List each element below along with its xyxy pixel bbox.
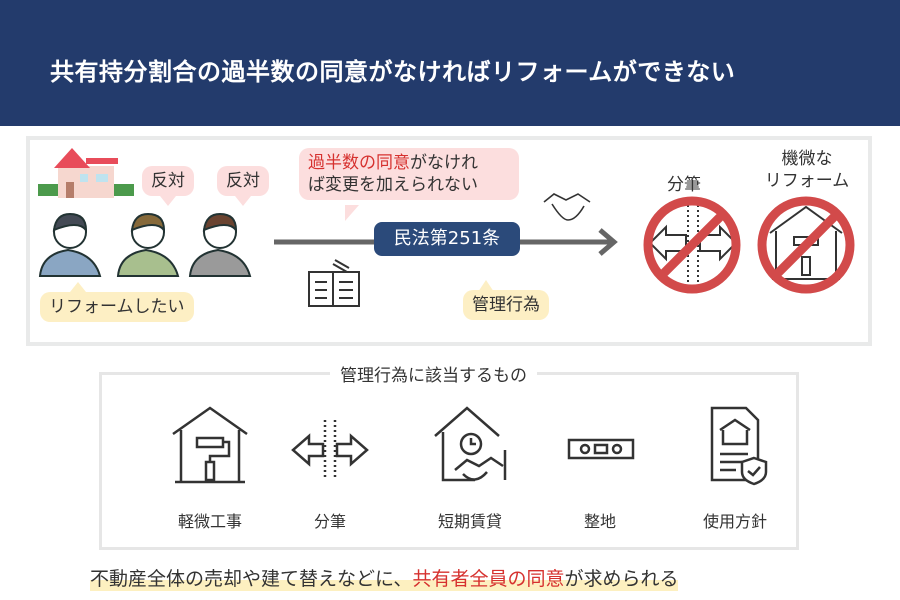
page-title: 共有持分割合の過半数の同意がなければリフォームができない <box>50 58 736 86</box>
no-reform-icon <box>757 196 855 294</box>
footer-highlight: 共有者全員の同意 <box>412 568 565 590</box>
co-owners-icon <box>38 212 252 277</box>
bubble-tail <box>160 196 176 206</box>
footer-text: が求められる <box>564 568 679 590</box>
oppose-bubble: 反対 <box>217 166 269 196</box>
header <box>0 0 900 126</box>
management-item: 短期賃貸 <box>410 400 530 531</box>
house-roller-icon <box>172 406 248 484</box>
oppose-bubble: 反対 <box>142 166 194 196</box>
condition-highlight: 過半数の同意 <box>308 153 410 173</box>
level-icon <box>567 438 635 460</box>
item-label: 軽微工事 <box>177 512 242 531</box>
label-line: 機微な <box>781 149 833 169</box>
bubble-tail <box>70 282 86 292</box>
condition-bubble: 過半数の同意がなければ変更を加えられない <box>299 148 519 200</box>
management-item: 軽微工事 <box>150 400 270 531</box>
no-split-icon <box>643 196 741 294</box>
prohibited-label: 機微なリフォーム <box>752 148 862 192</box>
footer-note: 不動産全体の売却や建て替えなどに、共有者全員の同意が求められる <box>90 564 679 591</box>
item-label: 短期賃貸 <box>437 512 502 531</box>
label-line: リフォーム <box>764 171 850 191</box>
prohibited-label: 分筆 <box>667 175 701 195</box>
law-book-icon <box>308 259 360 307</box>
house-handshake-icon <box>434 406 507 482</box>
item-label: 使用方針 <box>702 512 767 531</box>
handshake-icon <box>543 193 591 221</box>
split-arrows-icon <box>291 420 369 480</box>
item-label: 分筆 <box>313 512 346 531</box>
condition-text: がなけれ <box>410 153 478 173</box>
item-label: 整地 <box>583 512 616 531</box>
condition-text: ば変更を加えられない <box>308 175 478 195</box>
house-icon <box>38 148 134 198</box>
footer-text: 不動産全体の売却や建て替えなどに、 <box>90 568 413 590</box>
management-item: 使用方針 <box>675 400 795 531</box>
law-badge: 民法第251条 <box>374 222 520 256</box>
management-title: 管理行為に該当するもの <box>330 361 537 386</box>
bubble-tail <box>478 280 494 292</box>
management-item: 分筆 <box>270 400 390 531</box>
category-bubble: 管理行為 <box>463 290 549 320</box>
bubble-tail <box>345 205 359 221</box>
document-shield-icon <box>710 406 768 486</box>
bubble-tail <box>235 196 251 206</box>
want-reform-bubble: リフォームしたい <box>40 292 194 322</box>
management-item: 整地 <box>540 400 660 531</box>
